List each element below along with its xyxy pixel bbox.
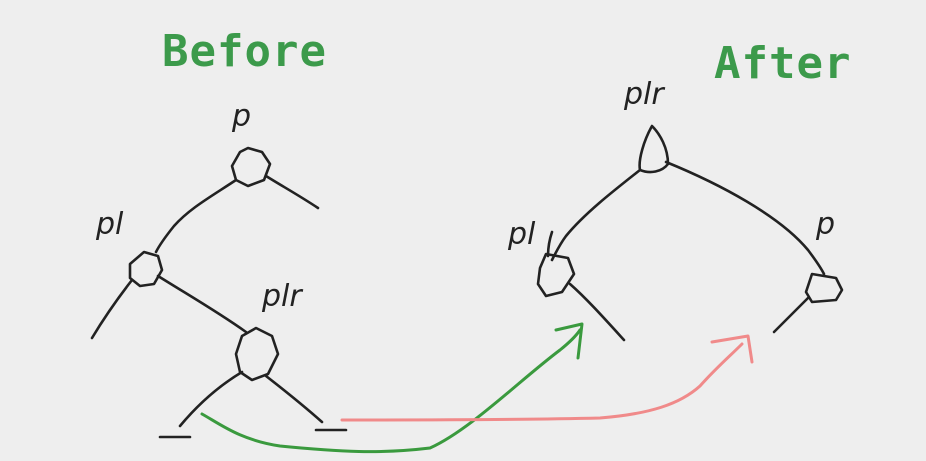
before-edge-plr-left	[178, 370, 244, 428]
before-edge-pl-left	[90, 278, 134, 340]
green-arrowhead	[554, 322, 584, 360]
after-title: After	[714, 38, 851, 89]
after-node-plr	[638, 124, 670, 174]
before-label-pl: pl	[95, 207, 124, 242]
before-label-plr: plr	[261, 279, 303, 314]
before-edge-p-pl	[154, 178, 238, 254]
after-edge-p-left	[772, 296, 810, 334]
red-move-arrow	[340, 342, 744, 422]
before-edge-plr-right	[264, 374, 324, 424]
before-title: Before	[162, 26, 327, 77]
after-label-plr: plr	[623, 77, 665, 112]
before-label-p: p	[231, 99, 251, 134]
green-move-arrow	[200, 328, 582, 454]
after-edge-pl-left	[546, 230, 554, 258]
before-tree: p pl plr	[90, 99, 348, 439]
before-node-pl	[128, 250, 164, 288]
after-edge-plr-pl	[550, 168, 642, 262]
after-label-pl: pl	[507, 217, 536, 252]
after-edge-plr-p	[664, 160, 826, 276]
after-edge-pl-right	[568, 282, 626, 342]
red-arrowhead	[710, 334, 754, 364]
before-edge-p-right	[264, 174, 320, 210]
before-edge-pl-plr	[156, 274, 248, 334]
after-node-pl	[536, 252, 576, 298]
before-node-plr	[234, 326, 280, 382]
after-label-p: p	[815, 207, 835, 242]
after-node-p	[804, 272, 844, 304]
before-node-p	[230, 146, 272, 188]
after-tree: plr pl p	[507, 77, 844, 342]
